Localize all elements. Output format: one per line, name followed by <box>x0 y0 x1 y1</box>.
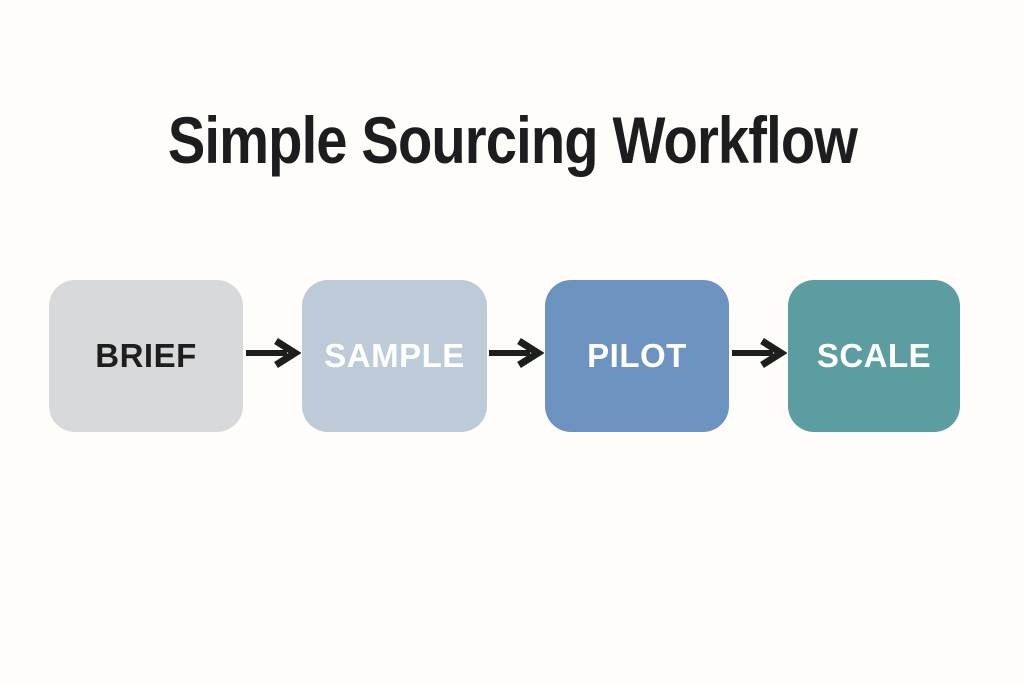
workflow-step-brief: BRIEF <box>49 280 243 432</box>
step-label: BRIEF <box>95 337 197 374</box>
workflow-step-scale: SCALE <box>788 280 960 432</box>
page-title: Simple Sourcing Workflow <box>167 103 857 177</box>
arrow-right-icon <box>488 335 544 371</box>
step-label: PILOT <box>587 337 687 374</box>
workflow-step-sample: SAMPLE <box>302 280 487 432</box>
step-label: SAMPLE <box>324 337 465 374</box>
title-container: Simple Sourcing Workflow <box>0 100 1024 180</box>
arrow-right-icon <box>731 335 787 371</box>
arrow-right-icon <box>245 335 301 371</box>
workflow-step-pilot: PILOT <box>545 280 729 432</box>
step-label: SCALE <box>816 337 932 374</box>
